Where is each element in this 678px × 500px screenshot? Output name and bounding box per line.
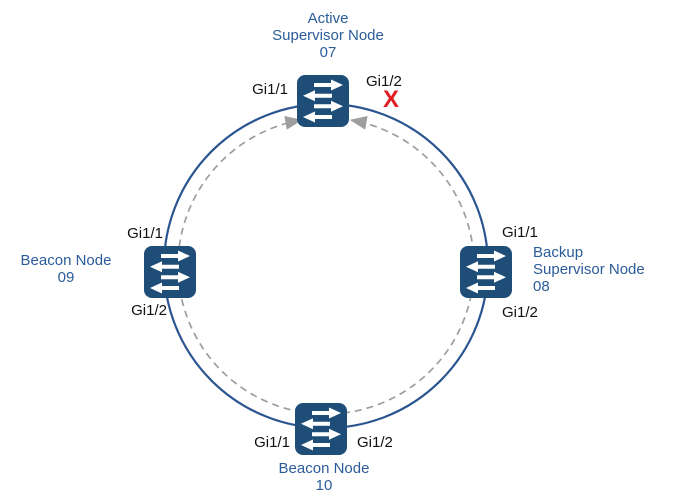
node-label-beacon-09: Beacon Node 09 [10,252,122,286]
node-label-line: Supervisor Node [533,261,645,278]
node-label-line: 10 [315,477,333,494]
port-label-node08-gi1-2: Gi1/2 [502,304,538,321]
port-label-node09-gi1-2: Gi1/2 [131,302,167,319]
switch-icon [297,75,349,127]
switch-icon [295,403,347,455]
port-label-node07-gi1-1: Gi1/1 [252,81,288,98]
port-label-node07-gi1-2: Gi1/2 [366,73,402,90]
traffic-flow-dashed-arc [177,116,475,415]
node-label-beacon-10: Beacon Node 10 [244,460,404,494]
failed-link-x-icon: X [382,86,399,113]
node-label-line: 09 [57,269,75,286]
switch-icon [144,246,196,298]
node-label-line: 07 [319,44,337,61]
node-label-line: Beacon Node [20,252,112,269]
node-label-backup-supervisor-08: Backup Supervisor Node 08 [533,244,678,295]
node-label-line: Beacon Node [278,460,370,477]
node-label-line: 08 [533,278,550,295]
node-label-line: Backup [533,244,584,261]
node-label-line: Active [307,10,349,27]
switch-icon [460,246,512,298]
node-label-line: Supervisor Node [272,27,384,44]
port-label-node10-gi1-1: Gi1/1 [254,434,290,451]
port-label-node10-gi1-2: Gi1/2 [357,434,393,451]
node-label-active-supervisor-07: Active Supervisor Node 07 [228,10,428,61]
port-label-node08-gi1-1: Gi1/1 [502,224,538,241]
ring-link-circle [162,102,490,430]
port-label-node09-gi1-1: Gi1/1 [127,225,163,242]
